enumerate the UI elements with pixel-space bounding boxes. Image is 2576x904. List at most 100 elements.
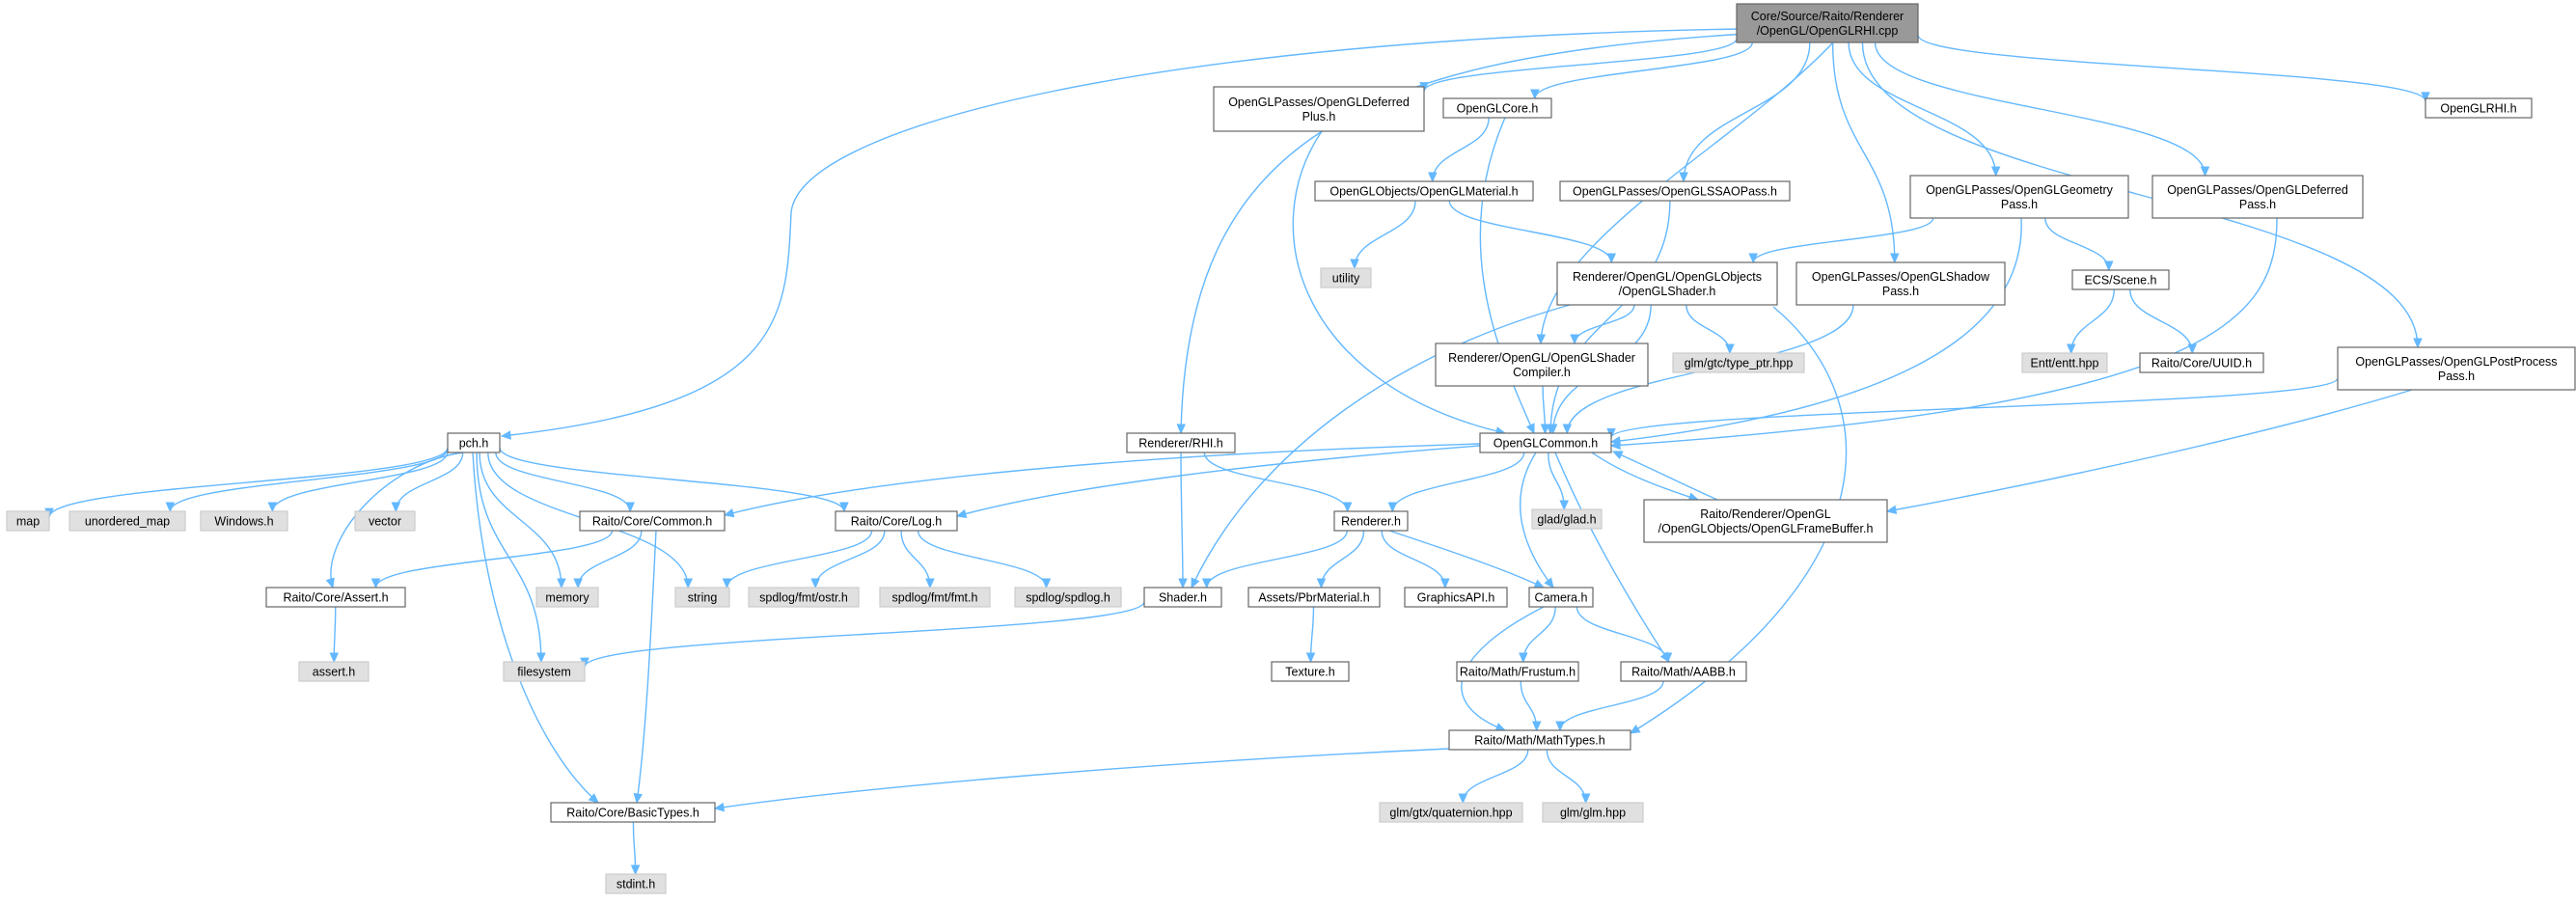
node-pbrMaterial-box xyxy=(1247,587,1381,608)
edge-postProcess-to-glCommon-line xyxy=(1610,377,2339,439)
node-uuid[interactable]: Raito/Core/UUID.h xyxy=(2139,352,2264,373)
node-frustum-box xyxy=(1456,661,1579,682)
edge-root-to-glRHI-line xyxy=(1917,34,2426,102)
edge-rendererH-to-pbrMaterial-arrowhead xyxy=(1316,578,1327,589)
node-pbrMaterial[interactable]: Assets/PbrMaterial.h xyxy=(1247,587,1381,608)
edge-coreCommon-to-coreAssert-arrowhead xyxy=(370,578,381,589)
edge-mathTypes-to-glmHpp xyxy=(1546,749,1591,805)
edge-glCommon-to-frameBuffer xyxy=(1591,452,1700,502)
edge-root-to-glRHI xyxy=(1917,34,2430,103)
edge-pch-to-unorderedMap-line xyxy=(169,448,449,512)
edge-glShader-to-shaderCompiler-line xyxy=(1574,304,1635,344)
node-geomPass-box xyxy=(1909,175,2129,219)
node-root[interactable]: Core/Source/Raito/Renderer/OpenGL/OpenGL… xyxy=(1736,3,1919,43)
edge-pbrMaterial-to-textureH xyxy=(1305,606,1316,664)
node-pch[interactable]: pch.h xyxy=(447,432,501,453)
node-ssao[interactable]: OpenGLPasses/OpenGLSSAOPass.h xyxy=(1559,180,1791,202)
edge-geomPass-to-glCommon xyxy=(1609,217,2022,446)
node-assertH-label-line-1: assert.h xyxy=(313,666,356,679)
edge-glShader-to-typePtr xyxy=(1685,304,1735,355)
node-glCore[interactable]: OpenGLCore.h xyxy=(1442,97,1552,119)
node-aabb[interactable]: Raito/Math/AABB.h xyxy=(1620,661,1747,682)
edge-glCommon-to-coreCommon-line xyxy=(724,443,1481,516)
edge-glDeferredPlus-to-glCommon-line xyxy=(1292,130,1506,434)
node-coreAssert[interactable]: Raito/Core/Assert.h xyxy=(265,587,406,608)
node-coreLog[interactable]: Raito/Core/Log.h xyxy=(835,510,958,532)
edge-root-to-pch xyxy=(500,28,1742,440)
node-pch-box xyxy=(447,432,501,453)
edge-rendererH-to-cameraH-line xyxy=(1388,530,1545,589)
node-glRHI-label-line-1: OpenGLRHI.h xyxy=(2440,102,2516,116)
node-mathTypes[interactable]: Raito/Math/MathTypes.h xyxy=(1448,729,1631,751)
edge-geomPass-to-glShader-arrowhead xyxy=(1748,253,1758,264)
edge-glShader-to-typePtr-line xyxy=(1685,304,1731,354)
node-glCommon[interactable]: OpenGLCommon.h xyxy=(1479,432,1612,453)
node-graphicsAPI[interactable]: GraphicsAPI.h xyxy=(1404,587,1508,608)
edge-glCommon-to-coreLog-arrowhead xyxy=(955,508,968,519)
node-cameraH[interactable]: Camera.h xyxy=(1528,587,1594,608)
edge-glShader-to-mathTypes-arrowhead xyxy=(1629,724,1641,734)
node-frameBuffer-box xyxy=(1643,499,1888,543)
node-geomPass-label-line-2: Pass.h xyxy=(2001,198,2038,211)
node-shaderH[interactable]: Shader.h xyxy=(1143,587,1222,608)
edge-coreLog-to-string-arrowhead xyxy=(722,578,732,589)
node-ecsScene[interactable]: ECS/Scene.h xyxy=(2071,269,2170,290)
edge-geomPass-to-glCommon-line xyxy=(1610,217,2022,443)
edge-pch-to-coreLog xyxy=(499,447,849,513)
edge-cameraH-to-mathTypes-arrowhead xyxy=(1494,723,1507,732)
edge-glCore-to-glMaterial xyxy=(1428,117,1490,183)
node-glMaterial[interactable]: OpenGLObjects/OpenGLMaterial.h xyxy=(1314,180,1534,202)
node-rendererH[interactable]: Renderer.h xyxy=(1333,510,1409,532)
node-glCommon-box xyxy=(1479,432,1612,453)
node-vector-box xyxy=(354,510,416,532)
edge-coreAssert-to-assertH-arrowhead xyxy=(329,652,340,664)
edge-coreLog-to-fmt-arrowhead xyxy=(925,578,935,589)
edge-root-to-rhi-arrowhead xyxy=(1176,424,1186,435)
node-ostr-box xyxy=(748,587,860,608)
edge-postProcess-to-frameBuffer-arrowhead xyxy=(1885,505,1898,514)
node-frameBuffer[interactable]: Raito/Renderer/OpenGL/OpenGLObjects/Open… xyxy=(1643,499,1888,543)
node-glRHI[interactable]: OpenGLRHI.h xyxy=(2425,97,2533,119)
edge-glCommon-to-coreLog-line xyxy=(956,445,1481,517)
edge-coreCommon-to-memory xyxy=(573,530,643,589)
node-basicTypes[interactable]: Raito/Core/BasicTypes.h xyxy=(550,802,716,823)
edge-deferredPass-to-glCommon-arrowhead xyxy=(1609,440,1621,451)
node-textureH-box xyxy=(1271,661,1350,682)
edge-coreLog-to-spdlog-line xyxy=(917,530,1048,589)
edge-ecsScene-to-uuid-line xyxy=(2129,288,2193,354)
edge-coreCommon-to-memory-arrowhead xyxy=(573,578,583,589)
node-uuid-box xyxy=(2139,352,2264,373)
edge-pch-to-filesystem-arrowhead xyxy=(536,652,546,664)
node-postProcess-label-line-1: OpenGLPasses/OpenGLPostProcess xyxy=(2355,355,2557,369)
edge-root-to-rhi-line xyxy=(1180,33,1747,434)
node-frustum[interactable]: Raito/Math/Frustum.h xyxy=(1456,661,1579,682)
node-shaderCompiler-label-line-2: Compiler.h xyxy=(1513,366,1571,379)
edge-coreLog-to-string-line xyxy=(726,530,873,589)
node-coreCommon[interactable]: Raito/Core/Common.h xyxy=(579,510,726,532)
edge-glCommon-to-frameBuffer-line xyxy=(1591,452,1699,501)
node-deferredPass-label-line-1: OpenGLPasses/OpenGLDeferred xyxy=(2167,183,2348,197)
edge-frameBuffer-to-glCommon xyxy=(1611,451,1718,501)
node-textureH[interactable]: Texture.h xyxy=(1271,661,1350,682)
edge-frustum-to-mathTypes xyxy=(1520,680,1542,732)
edge-glCommon-to-rendererH xyxy=(1387,452,1525,513)
node-unorderedMap: unordered_map xyxy=(69,510,186,532)
node-windowsH: Windows.h xyxy=(200,510,288,532)
node-ecsScene-label-line-1: ECS/Scene.h xyxy=(2084,274,2156,288)
edge-rhi-to-rendererH xyxy=(1203,452,1353,513)
edge-coreLog-to-spdlog-arrowhead xyxy=(1041,578,1052,589)
edge-rendererH-to-shaderH xyxy=(1201,530,1349,589)
edge-coreCommon-to-basicTypes xyxy=(633,530,657,805)
node-glShader[interactable]: Renderer/OpenGL/OpenGLObjects/OpenGLShad… xyxy=(1556,261,1778,306)
edge-root-to-pch-line xyxy=(501,28,1742,437)
edge-root-to-ssao-line xyxy=(1683,41,1811,182)
node-glCore-label-line-1: OpenGLCore.h xyxy=(1457,102,1539,116)
node-rhi[interactable]: Renderer/RHI.h xyxy=(1126,432,1236,453)
edge-aabb-to-mathTypes xyxy=(1555,680,1664,732)
